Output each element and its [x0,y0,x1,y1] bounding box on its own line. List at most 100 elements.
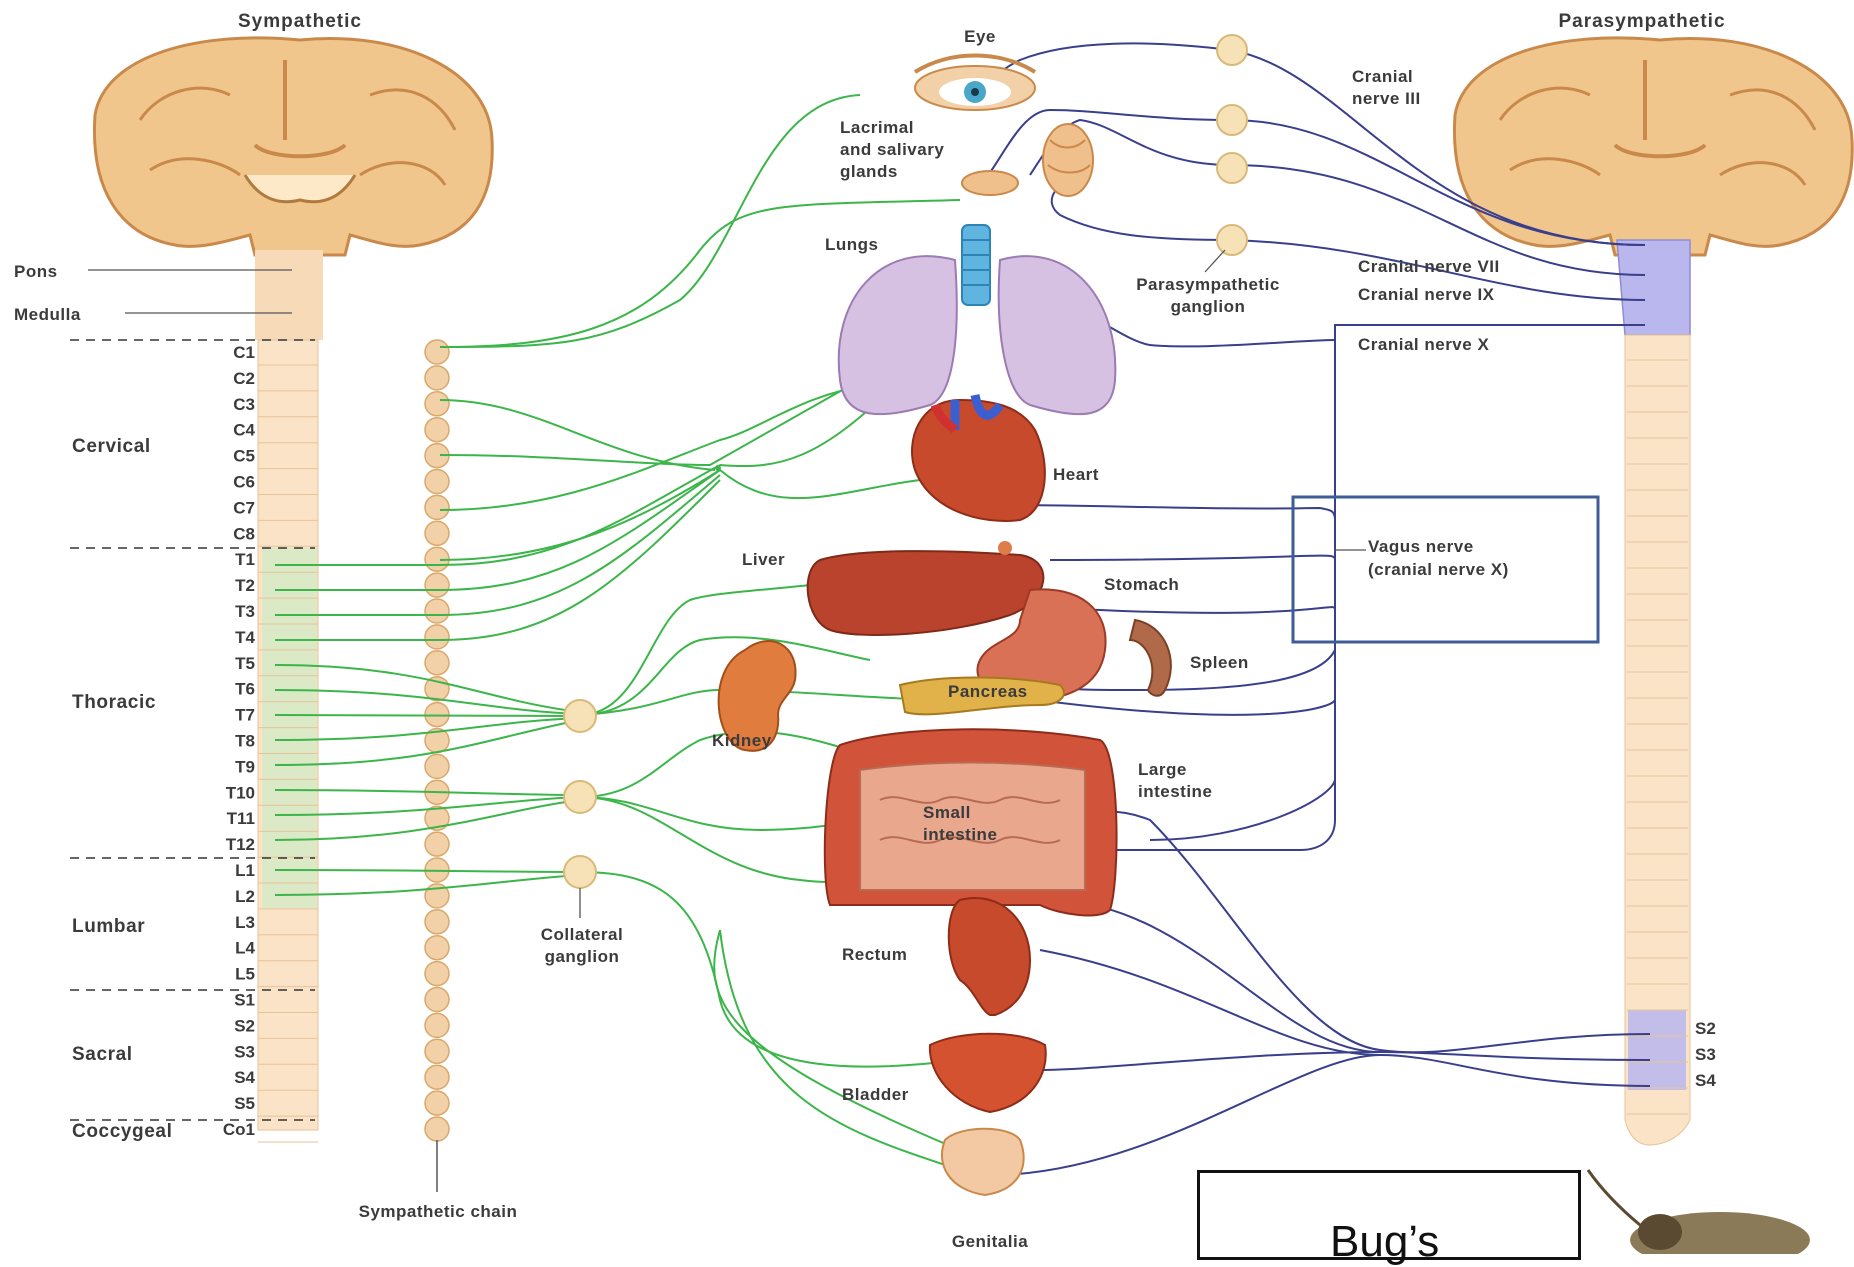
bladder-organ [930,1034,1046,1112]
segment-label: S4 [234,1068,255,1087]
genitalia-organ [942,1129,1024,1195]
segment-label: L2 [235,887,255,906]
segment-label: S1 [234,991,255,1010]
label-pancreas: Pancreas [948,682,1028,701]
label-genitalia: Genitalia [952,1232,1028,1251]
note-text: Bug’s [1330,1217,1439,1267]
segment-label: C3 [233,395,255,414]
title-sympathetic: Sympathetic [238,11,362,32]
label-vagus-1: Vagus nerve [1368,537,1474,556]
segment-label: C7 [233,498,255,517]
heart-organ [912,395,1045,521]
chain-ganglion [425,1039,449,1063]
chain-ganglion [425,521,449,545]
label-pons: Pons [14,262,58,281]
chain-ganglion [425,1013,449,1037]
chain-ganglion [425,340,449,364]
label-parasympathetic-ganglion-1: Parasympathetic [1136,275,1280,294]
label-heart: Heart [1053,465,1099,484]
label-vagus-2: (cranial nerve X) [1368,560,1509,579]
lungs-organ [839,225,1116,414]
eye-organ [915,56,1035,111]
note-box: Bug’s [1197,1170,1581,1260]
region-coccygeal: Coccygeal [72,1121,172,1142]
right-brainstem [1617,240,1690,335]
collateral-ganglia [564,700,596,918]
chain-ganglion [425,651,449,675]
segment-label: T2 [235,576,255,595]
segment-label: T3 [235,602,255,621]
chain-ganglion [425,599,449,623]
chain-ganglion [425,392,449,416]
chain-ganglion [425,366,449,390]
chain-ganglion [425,910,449,934]
label-lacrimal-1: Lacrimal [840,118,914,137]
segment-label: S2 [234,1016,255,1035]
left-brain [94,38,492,255]
chain-ganglion [425,754,449,778]
label-eye: Eye [964,27,996,46]
label-lungs: Lungs [825,235,879,254]
region-cervical: Cervical [72,436,151,457]
segment-label: C2 [233,369,255,388]
label-small-intestine-1: Small [923,803,971,822]
parasympathetic-ganglia [1205,35,1247,272]
large-intestine-organ [825,729,1117,915]
sympathetic-chain [425,340,449,1141]
title-parasympathetic: Parasympathetic [1558,11,1725,32]
chain-ganglion [425,470,449,494]
label-lacrimal-3: glands [840,162,898,181]
label-liver: Liver [742,550,785,569]
rectum-organ [949,898,1030,1015]
chain-ganglion [425,936,449,960]
segment-label: T7 [235,706,255,725]
label-spleen: Spleen [1190,653,1249,672]
segment-label: C6 [233,473,255,492]
segment-label: S5 [234,1094,255,1113]
label-kidney: Kidney [712,731,772,750]
segment-label: T6 [235,680,255,699]
segment-label: L5 [235,965,255,984]
segment-label: T8 [235,732,255,751]
segment-label: T1 [235,550,255,569]
segment-label: C4 [233,421,255,440]
segment-label: T5 [235,654,255,673]
bug-photo [1588,1170,1810,1254]
segment-label: C8 [233,524,255,543]
segment-label: T10 [226,783,255,802]
label-medulla: Medulla [14,305,81,324]
spleen-organ [1130,620,1171,696]
sacral-right-s3: S3 [1695,1045,1716,1064]
chain-ganglion [425,625,449,649]
chain-ganglion [425,418,449,442]
segment-label: L4 [235,939,255,958]
label-parasympathetic-ganglion-2: ganglion [1171,297,1246,316]
label-large-intestine-1: Large [1138,760,1187,779]
segment-labels: C1C2C3C4C5C6C7C8T1T2T3T4T5T6T7T8T9T10T11… [223,343,256,1139]
segment-label: L1 [235,861,255,880]
region-sacral: Sacral [72,1044,133,1065]
label-cn7: Cranial nerve VII [1358,257,1500,276]
label-collateral-1: Collateral [541,925,623,944]
cervical-hub [715,465,721,471]
lacrimal-salivary-glands [962,124,1093,196]
segment-label: T11 [227,809,255,828]
segment-label: Co1 [223,1120,255,1139]
liver-organ [808,541,1044,635]
label-cn9: Cranial nerve IX [1358,285,1495,304]
segment-label: C5 [233,447,255,466]
left-brainstem [255,250,323,340]
label-stomach: Stomach [1104,575,1179,594]
label-cn3-1: Cranial [1352,67,1413,86]
segment-label: T12 [226,835,255,854]
label-small-intestine-2: intestine [923,825,997,844]
chain-ganglion [425,573,449,597]
segment-label: S3 [234,1042,255,1061]
chain-ganglion [425,1091,449,1115]
label-bladder: Bladder [842,1085,909,1104]
segment-label: T4 [235,628,255,647]
label-collateral-2: ganglion [545,947,620,966]
label-lacrimal-2: and salivary [840,140,944,159]
